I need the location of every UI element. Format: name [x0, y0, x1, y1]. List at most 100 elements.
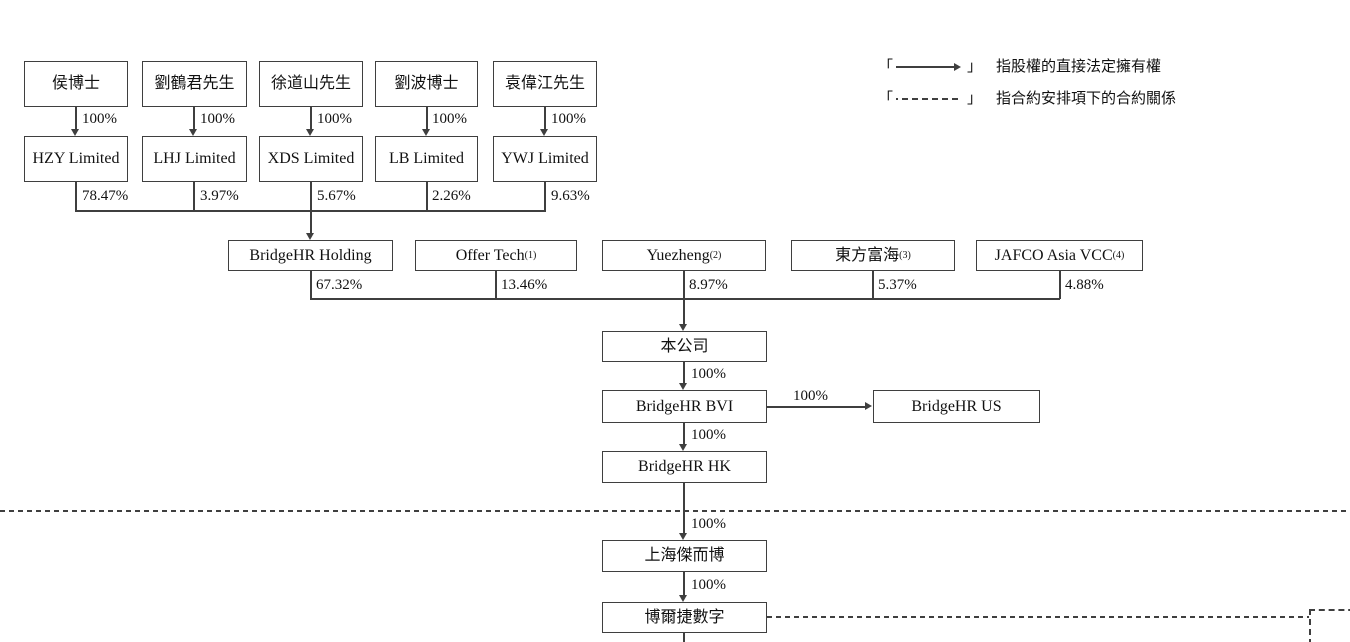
legend-solid-arrow: 「 」 指股權的直接法定擁有權 [878, 58, 1161, 76]
connector-line [75, 182, 77, 211]
node-label: Yuezheng [646, 246, 710, 264]
legend-bracket-open: 「 [878, 91, 894, 107]
ownership-label: 100% [317, 111, 352, 127]
arrowhead-down-icon [679, 444, 687, 451]
ownership-label: 100% [551, 111, 586, 127]
node-label: 上海傑而博 [644, 547, 725, 564]
node-bridgehr-holding: BridgeHR Holding [228, 240, 393, 271]
node-label: 東方富海 [835, 246, 900, 264]
node-xu-daoshan: 徐道山先生 [259, 61, 363, 107]
connector-line [1059, 271, 1061, 299]
arrowhead-down-icon [189, 129, 197, 136]
node-boerjie-shuzi: 博爾捷數字 [602, 602, 767, 633]
ownership-label: 100% [691, 577, 726, 593]
connector-line [193, 107, 195, 130]
legend-dashed-label: 指合約安排項下的合約關係 [996, 91, 1177, 107]
node-label: Offer Tech [455, 246, 525, 264]
node-label: 侯博士 [51, 75, 100, 92]
ownership-label: 100% [691, 516, 726, 532]
ownership-label: 100% [82, 111, 117, 127]
node-contractual-entity-clipped [1309, 609, 1350, 642]
arrowhead-down-icon [306, 233, 314, 240]
connector-line [310, 182, 312, 234]
node-label: YWJ Limited [501, 150, 589, 167]
connector-line [495, 271, 497, 299]
node-bridgehr-bvi: BridgeHR BVI [602, 390, 767, 423]
ownership-label: 8.97% [689, 277, 728, 293]
node-label: LHJ Limited [153, 150, 236, 167]
ownership-label: 67.32% [316, 277, 363, 293]
node-label: XDS Limited [267, 150, 355, 167]
arrowhead-down-icon [679, 324, 687, 331]
node-label: 博爾捷數字 [644, 608, 725, 626]
node-label: BridgeHR US [911, 397, 1002, 415]
arrowhead-down-icon [422, 129, 430, 136]
legend-bracket-open: 「 [878, 59, 894, 75]
ownership-label: 100% [691, 366, 726, 382]
ownership-label: 4.88% [1065, 277, 1104, 293]
node-label: 劉鶴君先生 [154, 75, 235, 92]
node-label: 袁偉江先生 [504, 75, 585, 92]
node-lhj-limited: LHJ Limited [142, 136, 247, 182]
arrowhead-down-icon [679, 595, 687, 602]
node-yuan-weijiang: 袁偉江先生 [493, 61, 597, 107]
node-jafco-asia-vcc: JAFCO Asia VCC(4) [976, 240, 1143, 271]
ownership-label: 13.46% [501, 277, 548, 293]
connector-bus-line [310, 298, 1060, 300]
arrowhead-down-icon [306, 129, 314, 136]
connector-line [310, 107, 312, 130]
node-liu-bo: 劉波博士 [375, 61, 478, 107]
ownership-label: 100% [200, 111, 235, 127]
arrowhead-down-icon [679, 533, 687, 540]
node-label: BridgeHR Holding [249, 246, 372, 264]
node-xds-limited: XDS Limited [259, 136, 363, 182]
node-lb-limited: LB Limited [375, 136, 478, 182]
node-label: LB Limited [388, 150, 465, 167]
node-shanghai-jieerbo: 上海傑而博 [602, 540, 767, 572]
ownership-label: 5.67% [317, 188, 356, 204]
ownership-label: 78.47% [82, 188, 129, 204]
connector-line [544, 107, 546, 130]
ownership-label: 100% [432, 111, 467, 127]
connector-line [426, 182, 428, 211]
ownership-label: 2.26% [432, 188, 471, 204]
connector-line [683, 572, 685, 596]
node-label: BridgeHR HK [638, 458, 731, 475]
node-label: BridgeHR BVI [635, 397, 734, 415]
connector-line [310, 271, 312, 299]
contractual-connector-line [767, 616, 1309, 618]
connector-line [683, 423, 685, 445]
connector-bus-line [75, 210, 546, 212]
ownership-label: 100% [793, 388, 828, 404]
solid-arrow-icon [896, 62, 964, 72]
connector-line [193, 182, 195, 211]
node-hou-boshi: 侯博士 [24, 61, 128, 107]
arrowhead-down-icon [71, 129, 79, 136]
node-label: JAFCO Asia VCC [994, 246, 1113, 264]
node-bridgehr-hk: BridgeHR HK [602, 451, 767, 483]
connector-line [872, 271, 874, 299]
arrowhead-down-icon [540, 129, 548, 136]
node-liu-hejun: 劉鶴君先生 [142, 61, 247, 107]
offshore-onshore-separator [0, 510, 1350, 512]
arrowhead-right-icon [865, 402, 872, 410]
node-label: 劉波博士 [394, 75, 459, 92]
legend-dashed-line: 「 」 指合約安排項下的合約關係 [878, 90, 1176, 108]
node-label: 徐道山先生 [270, 75, 351, 92]
connector-line [75, 107, 77, 130]
ownership-label: 100% [691, 427, 726, 443]
dashed-line-icon [896, 94, 964, 104]
node-dongfang-fuhai: 東方富海(3) [791, 240, 955, 271]
connector-line [767, 406, 866, 408]
legend-bracket-close: 」 [967, 91, 983, 107]
legend-bracket-close: 」 [967, 59, 983, 75]
arrowhead-down-icon [679, 383, 687, 390]
node-offer-tech: Offer Tech(1) [415, 240, 577, 271]
node-hzy-limited: HZY Limited [24, 136, 128, 182]
node-ywj-limited: YWJ Limited [493, 136, 597, 182]
connector-line [426, 107, 428, 130]
node-company: 本公司 [602, 331, 767, 362]
node-label: HZY Limited [32, 150, 120, 167]
node-label: 本公司 [660, 337, 709, 355]
